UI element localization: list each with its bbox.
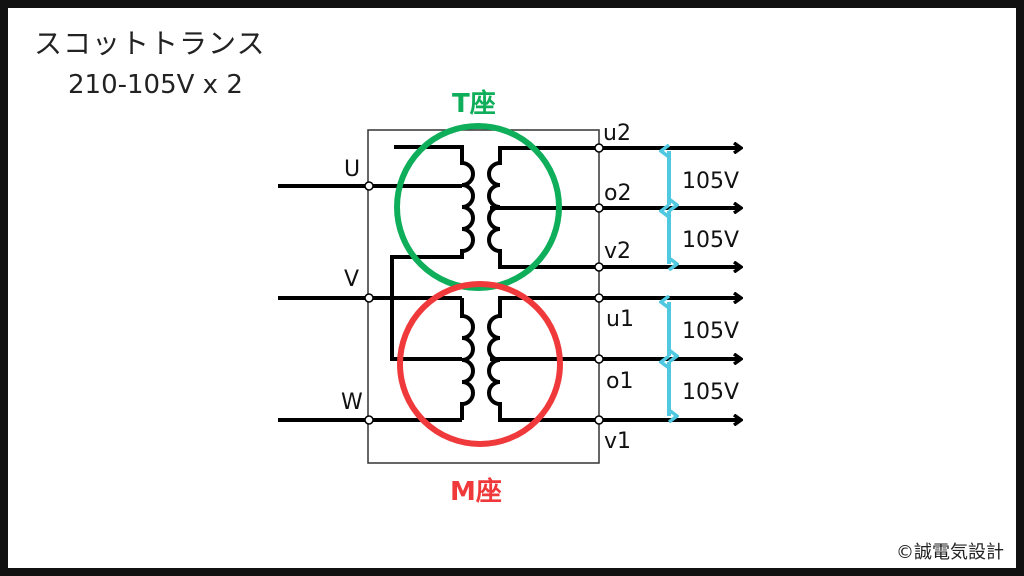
- terminal-v: [364, 293, 374, 303]
- terminal-o1: [594, 354, 604, 364]
- output-label-u1: u1: [606, 307, 634, 332]
- t-seat-highlight: [394, 123, 562, 291]
- voltage-label: 105V: [682, 169, 739, 194]
- output-label-u2: u2: [603, 121, 631, 146]
- terminal-u2: [594, 143, 604, 153]
- terminal-w: [364, 415, 374, 425]
- m-seat-highlight: [397, 281, 563, 447]
- diagram-title: スコットトランス: [34, 27, 266, 60]
- voltage-label: 105V: [682, 319, 739, 344]
- diagram-subtitle: 210-105V x 2: [68, 70, 243, 100]
- output-label-v1: v1: [604, 429, 631, 454]
- input-label-u: U: [344, 157, 360, 182]
- output-arrows: [700, 148, 741, 420]
- input-label-w: W: [341, 390, 363, 415]
- t-primary-winding: [390, 145, 475, 361]
- input-label-v: V: [344, 267, 359, 292]
- output-label-o1: o1: [606, 369, 633, 394]
- output-label-o2: o2: [604, 181, 631, 206]
- m-seat-label: M座: [450, 476, 502, 507]
- terminal-u1: [594, 293, 604, 303]
- voltage-label: 105V: [682, 228, 739, 253]
- voltage-label: 105V: [682, 380, 739, 405]
- t-seat-label: T座: [452, 88, 496, 119]
- output-label-v2: v2: [604, 239, 631, 264]
- terminal-o2: [594, 203, 604, 213]
- terminals: [364, 143, 604, 425]
- terminal-v1: [594, 415, 604, 425]
- terminal-v2: [594, 262, 604, 272]
- copyright: ©誠電気設計: [896, 542, 1004, 563]
- terminal-u: [364, 181, 374, 191]
- m-primary-winding: [460, 298, 475, 420]
